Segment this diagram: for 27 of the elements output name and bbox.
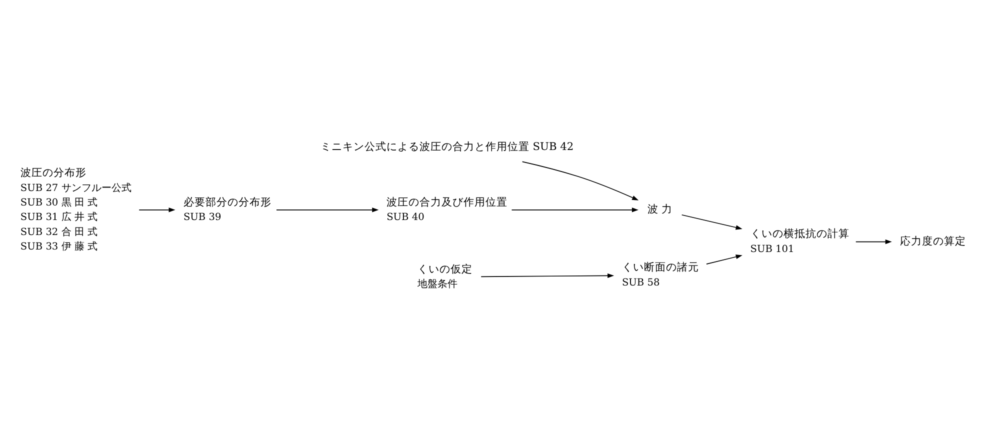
node-label: SUB 58 — [622, 277, 660, 288]
node-text: くいの横抵抗の計算 — [750, 226, 850, 240]
arrow — [522, 160, 639, 200]
node-text: 波圧の分布形 — [20, 165, 86, 178]
node-label: 地盤条件 — [418, 278, 458, 290]
node-text: 波圧の合力及び作用位置 — [386, 194, 508, 208]
node-label: SUB 33 伊 藤 式 — [20, 241, 98, 252]
arrow — [138, 207, 176, 212]
arrow — [706, 254, 742, 264]
node-label: SUB 27 サンフルー公式 — [20, 182, 132, 194]
node-label: SUB 39 — [183, 212, 222, 223]
node-text: くいの仮定 — [418, 262, 473, 275]
arrow — [480, 272, 614, 278]
node-text: 波 力 — [647, 202, 673, 216]
arrow — [276, 207, 379, 212]
node-text: ミニキン公式による波圧の合力と作用位置 SUB 42 — [320, 139, 574, 152]
node-text: 応力度の算定 — [900, 234, 966, 248]
arrow — [855, 239, 892, 244]
node-label: SUB 31 広 井 式 — [20, 212, 98, 223]
node-label: SUB 40 — [386, 212, 424, 223]
arrow — [511, 207, 638, 212]
node-label: SUB 101 — [750, 244, 794, 255]
arrow — [681, 214, 742, 230]
node-label: SUB 30 黒 田 式 — [20, 197, 98, 208]
node-label: SUB 32 合 田 式 — [20, 226, 98, 238]
node-text: 必要部分の分布形 — [183, 194, 272, 208]
node-text: くい断面の諸元 — [622, 260, 699, 274]
